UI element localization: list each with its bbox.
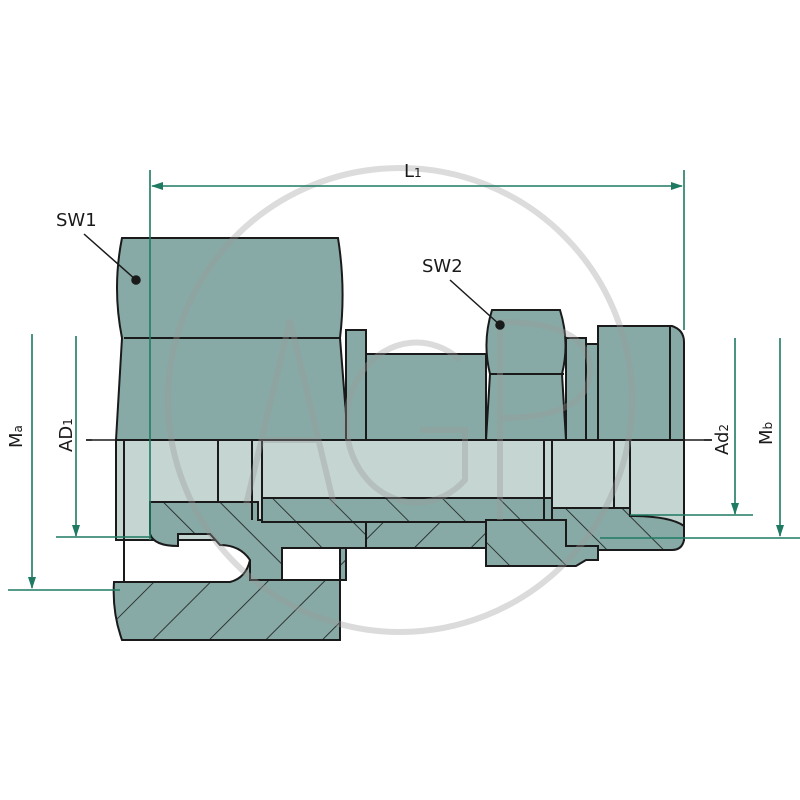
right-end-section: [551, 507, 685, 551]
label-sw2: SW2: [422, 256, 463, 277]
external-view: [114, 237, 685, 441]
threaded-end: [597, 325, 685, 441]
dimensions: [8, 170, 800, 591]
section-view: [112, 439, 685, 641]
sw2-callout-dot: [495, 320, 505, 330]
label-ad1: AD1: [56, 418, 77, 452]
shaft: [365, 353, 487, 441]
watermark-agp: [165, 165, 635, 635]
callouts: [83, 233, 505, 330]
label-ad2: Ad2: [712, 424, 733, 455]
label-ma: Ma: [6, 425, 27, 448]
tube-wall: [261, 497, 553, 523]
label-l1: L1: [404, 161, 422, 182]
sw1-callout-dot: [131, 275, 141, 285]
label-mb: Mb: [756, 422, 777, 445]
label-sw1: SW1: [56, 210, 97, 231]
